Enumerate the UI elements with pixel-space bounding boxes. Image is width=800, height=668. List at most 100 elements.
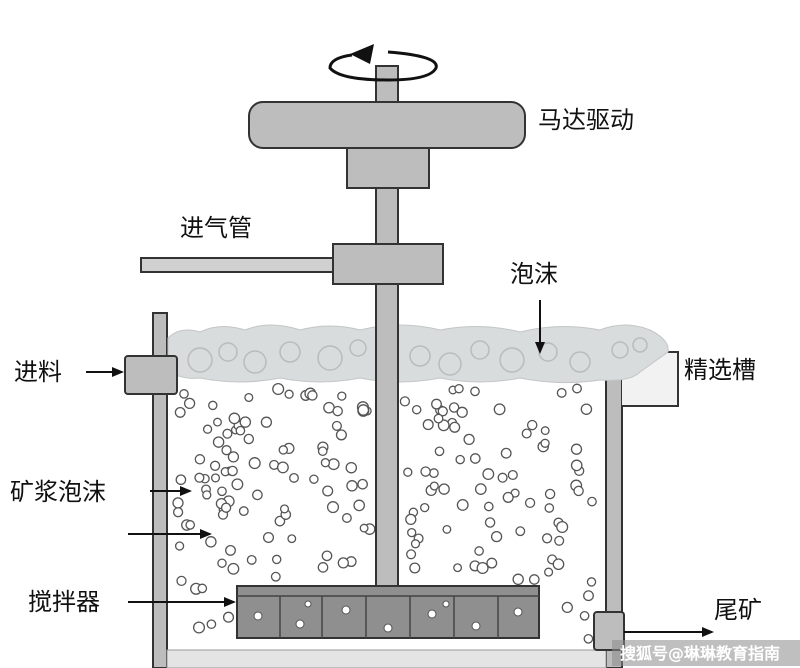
pulp-bubble bbox=[239, 416, 252, 428]
pulp-bubbles bbox=[172, 382, 597, 644]
agitator-impeller bbox=[236, 585, 540, 639]
pulp-bubble bbox=[246, 554, 257, 565]
pulp-bubble bbox=[399, 396, 411, 407]
pulp-bubble bbox=[307, 390, 318, 401]
pulp-bubble bbox=[289, 472, 299, 483]
pulp-bubble bbox=[326, 501, 340, 514]
pulp-bubble bbox=[357, 404, 370, 416]
pulp-bubble bbox=[556, 520, 569, 534]
pulp-bubble bbox=[322, 485, 334, 497]
pulp-bubble bbox=[262, 531, 275, 544]
pulp-bubble bbox=[502, 491, 514, 503]
pulp-bubble bbox=[448, 402, 460, 413]
pulp-bubble bbox=[279, 504, 290, 514]
pulp-bubble bbox=[244, 392, 254, 403]
pulp-bubble bbox=[274, 515, 286, 527]
pulp-bubble bbox=[227, 562, 240, 575]
pulp-bubble bbox=[221, 445, 232, 456]
pulp-bubble bbox=[453, 563, 463, 573]
pulp-bubble bbox=[278, 445, 289, 455]
pulp-bubble bbox=[403, 467, 413, 477]
pulp-bubble bbox=[406, 549, 417, 560]
pulp-bubble bbox=[544, 503, 555, 513]
pulp-bubble bbox=[227, 465, 238, 477]
pulp-bubble bbox=[359, 523, 369, 533]
pulp-bubble bbox=[332, 405, 343, 417]
pulp-bubble bbox=[353, 499, 366, 512]
pulp-bubble bbox=[438, 483, 450, 495]
pulp-bubble bbox=[449, 421, 461, 433]
pulp-bubble bbox=[202, 490, 212, 500]
pulp-bubble bbox=[420, 466, 431, 477]
pulp-bubble bbox=[544, 567, 554, 577]
pulp-bubble bbox=[174, 541, 185, 551]
pulp-bubble bbox=[580, 403, 593, 415]
pulp-bubble bbox=[172, 497, 184, 509]
shaft-top bbox=[375, 65, 399, 103]
watermark-background bbox=[612, 640, 800, 666]
pulp-bubble bbox=[202, 424, 213, 434]
pulp-bubble bbox=[554, 535, 565, 546]
watermark: 搜狐号@琳琳教育指南 bbox=[620, 644, 780, 663]
pulp-bubble bbox=[482, 468, 495, 481]
pulp-bubble bbox=[194, 472, 205, 483]
pulp-bubble bbox=[407, 527, 417, 538]
label-concentrate-trough: 精选槽 bbox=[684, 356, 756, 384]
pulp-bubble bbox=[422, 419, 434, 431]
air-pipe-collar bbox=[332, 243, 444, 285]
pulp-bubble bbox=[540, 438, 550, 448]
pulp-bubble bbox=[174, 406, 186, 418]
pulp-bubble bbox=[474, 546, 484, 556]
tank-bottom bbox=[166, 649, 607, 668]
air-pipe bbox=[140, 257, 334, 273]
pulp-bubble bbox=[583, 590, 594, 602]
pulp-bubble bbox=[270, 571, 281, 582]
label-air-pipe: 进气管 bbox=[180, 214, 252, 242]
pulp-bubble bbox=[524, 497, 536, 509]
pulp-bubble bbox=[521, 428, 532, 439]
pulp-bubble bbox=[345, 461, 358, 474]
motor-disc bbox=[248, 101, 526, 149]
pulp-bubble bbox=[561, 601, 573, 614]
label-feed: 进料 bbox=[14, 358, 62, 386]
pulp-bubble bbox=[243, 433, 255, 445]
pulp-bubble bbox=[410, 539, 421, 549]
label-agitator: 搅拌器 bbox=[28, 588, 100, 616]
pulp-bubble bbox=[469, 453, 481, 464]
pulp-bubble bbox=[474, 483, 487, 495]
pulp-bubble bbox=[431, 398, 442, 410]
pulp-bubble bbox=[276, 461, 289, 474]
label-pulp-froth: 矿浆泡沫 bbox=[10, 478, 106, 506]
pulp-bubble bbox=[541, 533, 553, 544]
pulp-bubble bbox=[526, 419, 538, 431]
pulp-bubble bbox=[570, 443, 583, 455]
pulp-bubble bbox=[217, 558, 227, 568]
pulp-bubble bbox=[341, 513, 352, 523]
pulp-bubble bbox=[248, 457, 261, 470]
pulp-bubble bbox=[528, 574, 540, 585]
pulp-bubble bbox=[225, 544, 236, 556]
pulp-bubble bbox=[500, 447, 512, 459]
rotation-arrow-icon bbox=[328, 44, 438, 82]
motor-hub bbox=[346, 147, 430, 189]
pulp-bubble bbox=[260, 416, 273, 428]
pulp-bubble bbox=[209, 460, 221, 471]
label-tailings: 尾矿 bbox=[714, 596, 762, 624]
pulp-bubble bbox=[556, 387, 567, 398]
pulp-bubble bbox=[357, 478, 368, 490]
pulp-bubble bbox=[442, 524, 452, 534]
pulp-bubble bbox=[331, 420, 342, 431]
pulp-bubble bbox=[220, 502, 232, 513]
pulp-bubble bbox=[434, 446, 445, 457]
pulp-bubble bbox=[572, 383, 582, 394]
pulp-bubble bbox=[515, 526, 526, 537]
pulp-bubble bbox=[272, 382, 285, 396]
pulp-bubble bbox=[486, 557, 498, 569]
pulp-bubble bbox=[185, 520, 196, 530]
pulp-bubble bbox=[222, 428, 233, 439]
pulp-bubble bbox=[321, 550, 333, 562]
pulp-bubble bbox=[192, 621, 206, 634]
pulp-bubble bbox=[456, 406, 468, 418]
pulp-bubble bbox=[454, 383, 464, 394]
